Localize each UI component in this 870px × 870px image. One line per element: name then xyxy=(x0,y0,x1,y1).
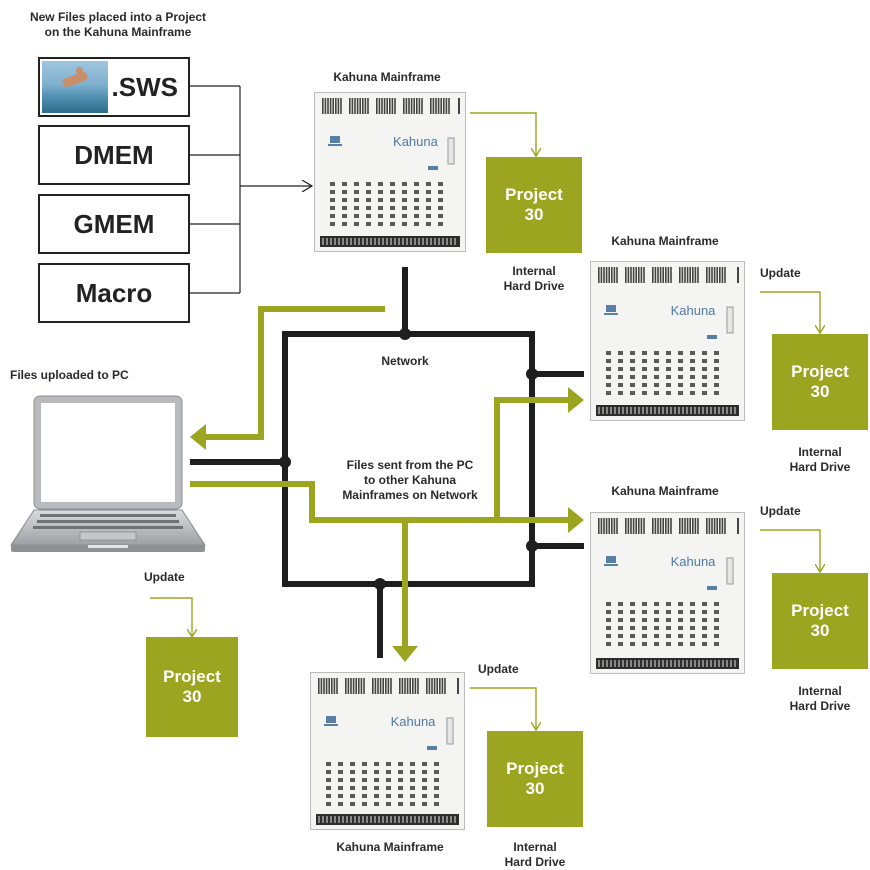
diver-photo-icon xyxy=(42,61,108,113)
file-label: .SWS xyxy=(111,71,178,102)
file-flow-arrowheads xyxy=(190,387,584,662)
kahuna-mainframe-unit: Kahuna xyxy=(590,512,745,674)
update-label: Update xyxy=(760,504,801,518)
update-label: Update xyxy=(760,266,801,280)
macro-file-box: Macro xyxy=(38,263,190,323)
network-label: Network xyxy=(381,354,429,368)
svg-text:Kahuna: Kahuna xyxy=(393,134,439,149)
gmem-file-box: GMEM xyxy=(38,194,190,254)
pc-label: Files uploaded to PC xyxy=(10,368,129,382)
mainframe-title-right-top: Kahuna Mainframe xyxy=(611,234,719,248)
svg-text:Kahuna: Kahuna xyxy=(671,554,717,569)
update-label: Update xyxy=(478,662,519,676)
kahuna-mainframe-unit: Kahuna xyxy=(314,92,466,252)
update-arrows xyxy=(150,112,820,730)
mainframe-title-bottom: Kahuna Mainframe xyxy=(336,840,444,854)
network-junctions xyxy=(279,328,538,590)
mainframe-title-main: Kahuna Mainframe xyxy=(333,70,441,84)
file-bracket xyxy=(190,85,312,294)
file-label: GMEM xyxy=(73,208,155,239)
kahuna-mainframe-unit: Kahuna xyxy=(590,261,745,421)
update-label: Update xyxy=(144,570,185,584)
files-sent-label: Files sent from the PC to other Kahuna M… xyxy=(342,458,478,502)
file-label: Macro xyxy=(75,277,153,308)
file-label: DMEM xyxy=(74,139,154,170)
file-flow-lines xyxy=(190,306,568,646)
svg-text:Kahuna: Kahuna xyxy=(391,714,437,729)
sws-file-box: .SWS xyxy=(38,57,190,117)
page-title: New Files placed into a Project on the K… xyxy=(29,10,207,39)
svg-text:Kahuna: Kahuna xyxy=(671,303,717,318)
mainframe-title-right-bottom: Kahuna Mainframe xyxy=(611,484,719,498)
kahuna-mainframe-unit: Kahuna xyxy=(310,672,465,830)
dmem-file-box: DMEM xyxy=(38,125,190,185)
